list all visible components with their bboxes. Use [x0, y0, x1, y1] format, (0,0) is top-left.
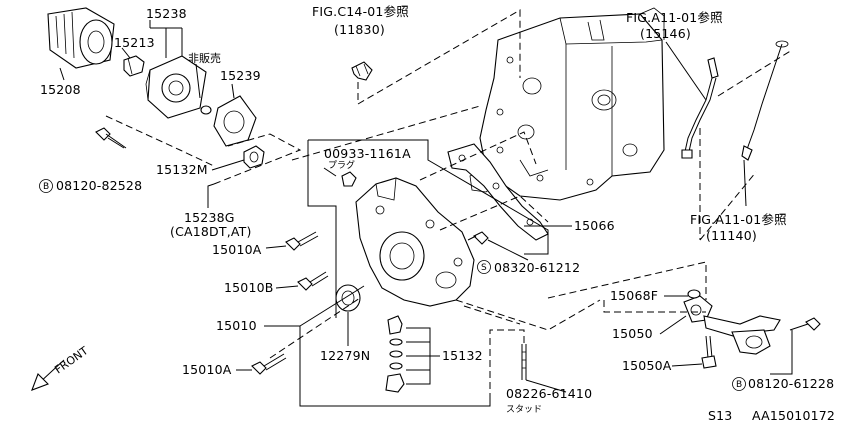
- label-15132m: 15132M: [156, 162, 208, 177]
- dipstick-tube-15146-drawing: [681, 57, 719, 159]
- front-arrow-icon: [31, 359, 65, 391]
- label-marker-b: B: [43, 182, 49, 192]
- label-00933-1161a: 00933-1161A: [324, 146, 411, 161]
- plug-00933-drawing: [341, 171, 357, 187]
- ref-fig-a11-top: FIG.A11-01参照: [626, 10, 723, 25]
- connector-15213-drawing: [123, 55, 145, 77]
- label-15050: 15050: [612, 326, 653, 341]
- label-marker-b2: B: [736, 380, 742, 390]
- label-stud: スタッド: [506, 404, 542, 415]
- engine-block-drawing: [469, 7, 665, 201]
- label-15132: 15132: [442, 348, 483, 363]
- label-15010b: 15010B: [224, 280, 274, 295]
- oil-pump-15010-drawing: [355, 177, 475, 307]
- label-08120-82528: 08120-82528: [56, 178, 142, 193]
- bolt-15010a-top-drawing: [285, 231, 319, 251]
- ref-fig-a11-right-part: (11140): [706, 228, 757, 243]
- spacer-15132m-drawing: [243, 145, 265, 169]
- ref-fig-c14-part: (11830): [334, 22, 385, 37]
- label-marker-s: S: [481, 263, 487, 273]
- label-plug: プラグ: [328, 159, 355, 171]
- bolt-15010a-bottom-drawing: [251, 353, 287, 375]
- label-12279n: 12279N: [320, 348, 370, 363]
- ref-fig-c14: FIG.C14-01参照: [312, 4, 409, 19]
- oil-cooler-15238-drawing: [145, 55, 207, 119]
- bolt-marker-b2-icon: [732, 377, 746, 391]
- relief-valve-15132-drawing: [385, 315, 405, 393]
- label-08320-61212: 08320-61212: [494, 260, 580, 275]
- label-15213: 15213: [114, 35, 155, 50]
- bolt-15050a-drawing: [701, 335, 717, 369]
- label-15208: 15208: [40, 82, 81, 97]
- dipstick-11140-drawing: [741, 40, 789, 161]
- page-code: S13: [708, 408, 732, 423]
- strainer-15050-drawing: [683, 295, 781, 355]
- label-08226-61410: 08226-61410: [506, 386, 592, 401]
- bolt-15010b-drawing: [297, 271, 329, 291]
- bolt-marker-b-icon: [39, 179, 53, 193]
- oil-filter-15208-drawing: [47, 7, 115, 69]
- label-front: FRONT: [52, 344, 90, 376]
- label-15050a: 15050A: [622, 358, 672, 373]
- label-15238g-variant: (CA18DT,AT): [170, 224, 252, 239]
- leader-lines: [59, 9, 793, 407]
- stud-08226-drawing: [521, 344, 527, 380]
- label-not-sold: 非販売: [188, 52, 221, 65]
- label-08120-61228: 08120-61228: [748, 376, 834, 391]
- seal-12279n-drawing: [335, 284, 361, 312]
- label-15239: 15239: [220, 68, 261, 83]
- bolt-08320-drawing: [467, 231, 489, 245]
- label-15010: 15010: [216, 318, 257, 333]
- label-15238g: 15238G: [184, 210, 235, 225]
- gasket-15068f-drawing: [687, 289, 701, 299]
- gasket-15239-drawing: [213, 95, 257, 147]
- bolt-marker-s-icon: [477, 260, 491, 274]
- label-15068f: 15068F: [610, 288, 658, 303]
- ref-fig-a11-right: FIG.A11-01参照: [690, 212, 787, 227]
- diagram-code: AA15010172: [752, 408, 835, 423]
- bolt-08120-82528-drawing: [95, 127, 127, 149]
- label-15010a-bottom: 15010A: [182, 362, 232, 377]
- label-15066: 15066: [574, 218, 615, 233]
- label-15238: 15238: [146, 6, 187, 21]
- ref-fig-a11-top-part: (15146): [640, 26, 691, 41]
- label-15010a-top: 15010A: [212, 242, 262, 257]
- bolt-08120-61228-drawing: [789, 317, 821, 331]
- fitting-11830-drawing: [351, 61, 373, 81]
- o-ring-drawing: [200, 105, 212, 115]
